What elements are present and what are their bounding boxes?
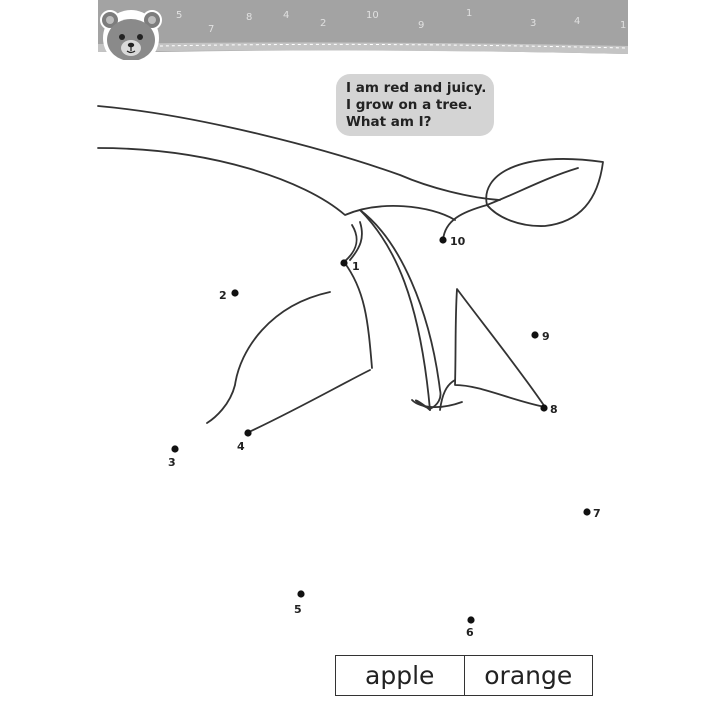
ruler-number: 4 xyxy=(574,16,580,27)
ruler-number: 2 xyxy=(320,18,326,29)
dot-5[interactable] xyxy=(297,590,305,598)
dot-9[interactable] xyxy=(531,331,539,339)
dot-label-6: 6 xyxy=(466,626,474,639)
dot-label-8: 8 xyxy=(550,403,558,416)
answer-choices: apple orange xyxy=(335,655,593,696)
apple-lower-left-curve xyxy=(246,369,371,434)
ruler-number: 5 xyxy=(176,10,182,21)
leaf-vein xyxy=(486,167,579,206)
ruler-number: 7 xyxy=(208,24,214,35)
dot-8[interactable] xyxy=(540,404,548,412)
stem-right-line xyxy=(439,379,456,411)
ruler-number: 8 xyxy=(246,12,252,23)
leaf-right xyxy=(454,288,546,408)
dot-label-5: 5 xyxy=(294,603,302,616)
riddle-bubble: I am red and juicy. I grow on a tree. Wh… xyxy=(336,74,494,136)
riddle-line-2: I grow on a tree. xyxy=(346,97,473,113)
dot-3[interactable] xyxy=(171,445,179,453)
header-banner: 5 7 8 4 2 10 9 1 3 4 1 xyxy=(98,0,628,60)
riddle-line-1: I am red and juicy. xyxy=(346,80,487,96)
riddle-line-3: What am I? xyxy=(346,114,432,130)
leaf-stem xyxy=(442,204,488,241)
ruler-number: 9 xyxy=(418,20,424,31)
dot-7[interactable] xyxy=(583,508,591,516)
dot-2[interactable] xyxy=(231,289,239,297)
stem-base xyxy=(411,399,463,408)
dot-label-2: 2 xyxy=(219,289,227,302)
bear-icon xyxy=(100,10,162,60)
dot-1[interactable] xyxy=(340,259,348,267)
dot-6[interactable] xyxy=(467,616,475,624)
dot-label-3: 3 xyxy=(168,456,176,469)
stem-hook xyxy=(343,221,363,263)
ruler-number: 1 xyxy=(466,8,472,19)
apple-left-curve xyxy=(206,291,331,424)
branch-line-bottom xyxy=(97,147,456,221)
ruler-number: 3 xyxy=(530,18,536,29)
dot-10[interactable] xyxy=(439,236,447,244)
dot-label-7: 7 xyxy=(593,507,601,520)
dot-label-4: 4 xyxy=(237,440,245,453)
leaf-outline xyxy=(485,158,604,227)
dots-layer: 1 2 3 4 5 6 7 8 9 10 xyxy=(168,235,601,639)
dot-label-1: 1 xyxy=(352,260,360,273)
ruler-number: 4 xyxy=(283,10,289,21)
answer-apple[interactable]: apple xyxy=(365,661,435,690)
ruler-numbers: 5 7 8 4 2 10 9 1 3 4 1 xyxy=(176,8,626,35)
answer-orange[interactable]: orange xyxy=(463,656,593,695)
dot-label-10: 10 xyxy=(450,235,466,248)
dot-4[interactable] xyxy=(244,429,252,437)
leaf-left-inner xyxy=(359,209,431,411)
branch-line-top xyxy=(97,105,501,201)
dot-label-9: 9 xyxy=(542,330,550,343)
dot1-curve xyxy=(343,261,373,369)
ruler-number: 10 xyxy=(366,10,379,21)
leaf-left-big xyxy=(359,209,442,411)
ruler-number: 1 xyxy=(620,20,626,31)
